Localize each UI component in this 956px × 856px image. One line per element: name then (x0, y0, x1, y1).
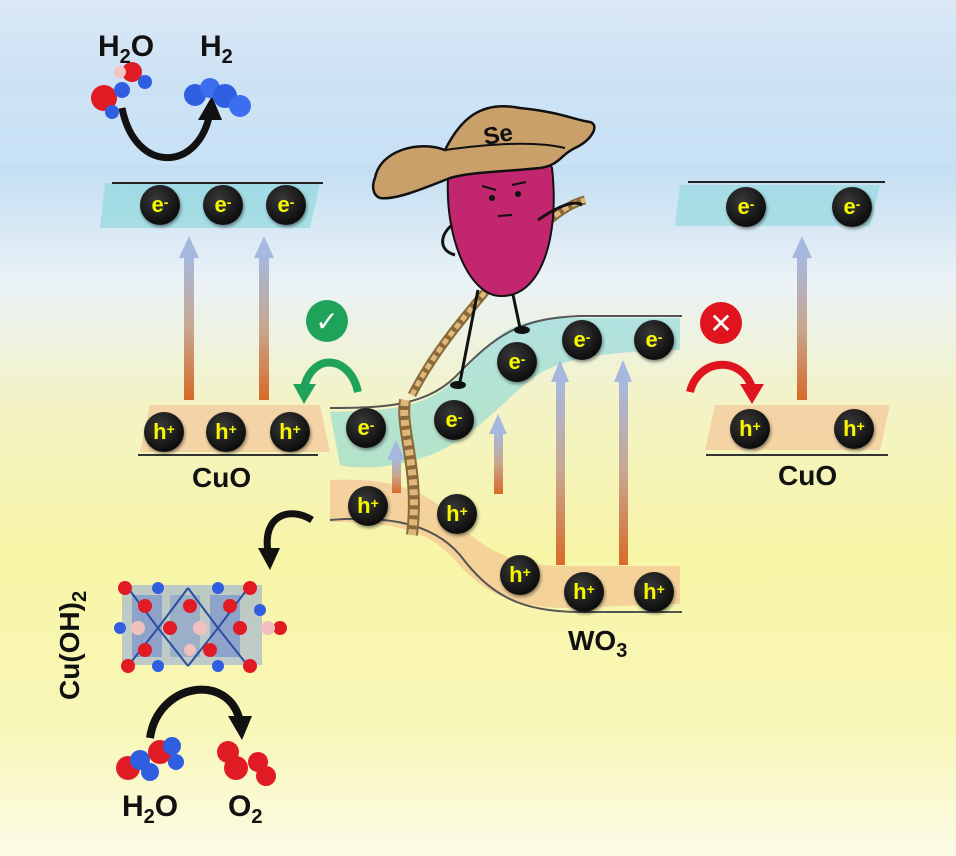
electron: e- (832, 187, 872, 227)
o2-molecule-bottom (217, 741, 276, 786)
hole: h+ (500, 555, 540, 595)
hole: h+ (564, 572, 604, 612)
blocked-cross-icon: ✕ (700, 302, 742, 344)
wo3-conduction-band (329, 315, 682, 468)
reduction-arrow (118, 96, 222, 162)
cuoh2-crystal (114, 581, 287, 673)
label-h2-top: H2 (200, 30, 233, 68)
electron: e- (726, 187, 766, 227)
hole: h+ (206, 412, 246, 452)
excitation-arrow (387, 440, 405, 493)
excitation-arrow (179, 236, 199, 400)
allowed-check-icon: ✓ (306, 300, 348, 342)
label-cuo-right: CuO (778, 460, 838, 491)
hole: h+ (144, 412, 184, 452)
cuo-right-conduction-band (675, 181, 885, 226)
hole: h+ (634, 572, 674, 612)
hole: h+ (834, 409, 874, 449)
hole: h+ (730, 409, 770, 449)
hole: h+ (270, 412, 310, 452)
hole: h+ (437, 494, 477, 534)
excitation-arrow (551, 360, 569, 565)
hole-transfer-arrow (258, 510, 314, 570)
label-h2o-top: H2O (98, 30, 155, 68)
label-cuoh2: Cu(OH)2 (54, 590, 91, 700)
excitation-arrow (489, 414, 507, 494)
label-wo3: WO3 (568, 625, 628, 662)
h2o-molecule-top (91, 62, 152, 119)
electron: e- (562, 320, 602, 360)
excitation-arrow (614, 360, 632, 565)
electron: e- (346, 408, 386, 448)
label-h2o-bottom: H2O (122, 790, 179, 828)
electron: e- (497, 342, 537, 382)
blocked-transfer-arrow (686, 360, 764, 404)
excitation-arrow (254, 236, 274, 400)
h2-molecule-top (184, 78, 251, 117)
electron: e- (266, 185, 306, 225)
hole: h+ (348, 486, 388, 526)
cowboy-hat: Se (371, 105, 596, 200)
label-o2-bottom: O2 (228, 790, 263, 828)
oxidation-arrow (146, 685, 252, 740)
label-cuo-left: CuO (192, 462, 252, 493)
electron: e- (203, 185, 243, 225)
hat-label: Se (481, 119, 515, 151)
excitation-arrow (792, 236, 812, 400)
electron: e- (634, 320, 674, 360)
h2o-molecule-bottom (116, 737, 184, 781)
electron: e- (434, 400, 474, 440)
electron: e- (140, 185, 180, 225)
electron-transfer-arrow (293, 358, 362, 404)
